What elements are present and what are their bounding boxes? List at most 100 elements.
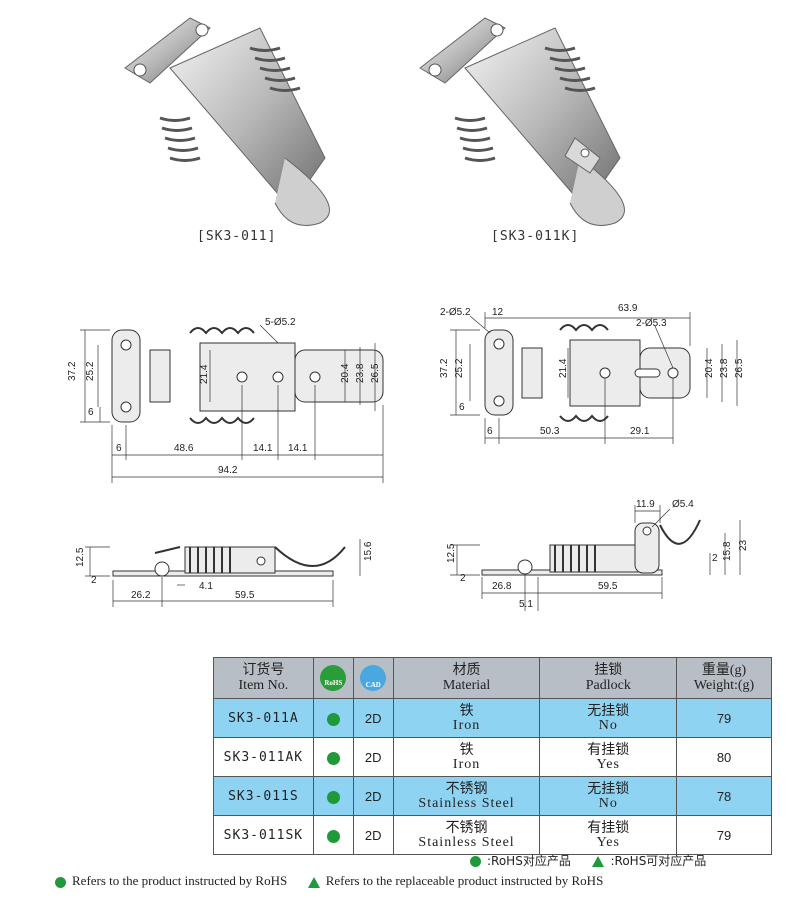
material-en: Iron — [452, 757, 481, 772]
product-photo-sk3-011 — [124, 17, 330, 226]
padlock-en: Yes — [596, 757, 620, 772]
dim-12-5-r: 12.5 — [446, 543, 457, 563]
dim-4-1: 4.1 — [199, 581, 213, 592]
dim-94-2: 94.2 — [218, 465, 238, 476]
dim-6-h-r: 6 — [487, 426, 493, 437]
header-weight-en: Weight:(g) — [693, 678, 755, 693]
dim-21-4: 21.4 — [199, 364, 210, 384]
dim-11-9: 11.9 — [636, 499, 655, 510]
cell-weight: 80 — [676, 737, 772, 777]
dim-23-8-r: 23.8 — [719, 358, 730, 378]
cell-rohs — [312, 698, 354, 738]
cell-rohs — [312, 776, 354, 816]
rohs-dot-icon — [326, 829, 340, 843]
dim-15-6: 15.6 — [363, 541, 374, 561]
padlock-en: No — [598, 718, 618, 733]
cell-item: SK3-011AK — [213, 737, 314, 777]
dim-14-1a: 14.1 — [253, 443, 273, 454]
cell-cad[interactable]: 2D — [352, 737, 394, 777]
rohs-dot-icon — [470, 856, 481, 867]
header-cad: CAD — [352, 657, 394, 699]
cell-cad[interactable]: 2D — [352, 815, 394, 855]
dim-2a: 2 — [460, 573, 466, 584]
padlock-cn: 无挂锁 — [587, 780, 630, 796]
drawing-plan-left: 5-Ø5.2 37.2 25.2 6 21.4 20.4 23.8 26.5 6… — [67, 317, 384, 483]
dim-26-5-r: 26.5 — [734, 358, 745, 378]
dim-5-4: Ø5.4 — [672, 499, 694, 510]
legend-cn-rohs: :RoHS对应产品 — [487, 854, 571, 868]
drawing-side-left: 12.5 2 15.6 4.1 26.2 59.5 — [75, 539, 374, 607]
rohs-icon: RoHS — [320, 665, 347, 691]
legend-cn-replace: :RoHS可对应产品 — [610, 854, 707, 868]
dim-15-8: 15.8 — [722, 541, 733, 561]
cell-weight: 78 — [676, 776, 772, 816]
rohs-dot-icon — [326, 712, 340, 726]
header-weight: 重量(g)Weight:(g) — [676, 657, 772, 699]
drawing-side-right: 12.5 2 2 15.8 23 11.9 Ø5.4 26.8 59.5 5.1 — [446, 499, 749, 611]
dim-hole-b: 2-Ø5.3 — [636, 318, 667, 329]
dim-23: 23 — [738, 539, 749, 551]
rohs-icon-label: RoHS — [324, 679, 343, 687]
padlock-en: Yes — [596, 835, 620, 850]
material-en: Iron — [452, 718, 481, 733]
dim-2b: 2 — [712, 553, 718, 564]
dim-63-9: 63.9 — [618, 303, 638, 314]
drawing-plan-right: 2-Ø5.2 12 63.9 2-Ø5.3 37.2 25.2 6 21.4 2… — [439, 303, 745, 444]
legend-cn: :RoHS对应产品 :RoHS可对应产品 — [470, 852, 706, 869]
dim-26-2: 26.2 — [131, 590, 151, 601]
product-photo-sk3-011k — [419, 17, 625, 226]
cell-rohs — [312, 815, 354, 855]
cell-cad[interactable]: 2D — [352, 698, 394, 738]
dim-20-4: 20.4 — [340, 363, 351, 383]
dim-25-2-r: 25.2 — [454, 358, 465, 378]
material-cn: 不锈钢 — [445, 819, 488, 835]
replaceable-triangle-icon — [307, 876, 320, 888]
product-caption-right: [SK3-011K] — [491, 229, 580, 244]
header-padlock-en: Padlock — [585, 678, 631, 693]
rohs-dot-icon — [326, 790, 340, 804]
dim-hole-a: 2-Ø5.2 — [440, 307, 471, 318]
padlock-en: No — [598, 796, 618, 811]
cell-rohs — [312, 737, 354, 777]
padlock-cn: 有挂锁 — [587, 819, 630, 835]
dim-25-2: 25.2 — [85, 361, 96, 381]
replaceable-triangle-icon — [592, 856, 605, 867]
padlock-cn: 无挂锁 — [587, 702, 630, 718]
legend-en-replace: Refers to the replaceable product instru… — [325, 873, 604, 888]
dim-12-5: 12.5 — [75, 547, 86, 567]
material-cn: 不锈钢 — [445, 780, 488, 796]
dim-59-5: 59.5 — [235, 590, 255, 601]
cell-cad[interactable]: 2D — [352, 776, 394, 816]
dim-2: 2 — [91, 575, 97, 586]
product-caption-left: [SK3-011] — [197, 229, 277, 244]
material-cn: 铁 — [459, 702, 474, 718]
material-en: Stainless Steel — [418, 796, 515, 811]
legend-en-rohs: Refers to the product instructed by RoHS — [72, 873, 288, 888]
dim-5-1: 5.1 — [519, 599, 533, 610]
dim-23-8: 23.8 — [355, 363, 366, 383]
header-padlock-cn: 挂锁 — [594, 663, 623, 678]
dim-59-5-r: 59.5 — [598, 581, 618, 592]
dim-12: 12 — [492, 307, 504, 318]
cell-weight: 79 — [676, 698, 772, 738]
cell-item: SK3-011SK — [213, 815, 314, 855]
legend-en: Refers to the product instructed by RoHS… — [55, 873, 603, 889]
dim-6-h: 6 — [116, 443, 122, 454]
rohs-dot-icon — [55, 876, 66, 888]
header-material-cn: 材质 — [452, 663, 481, 678]
dim-20-4-r: 20.4 — [704, 358, 715, 378]
